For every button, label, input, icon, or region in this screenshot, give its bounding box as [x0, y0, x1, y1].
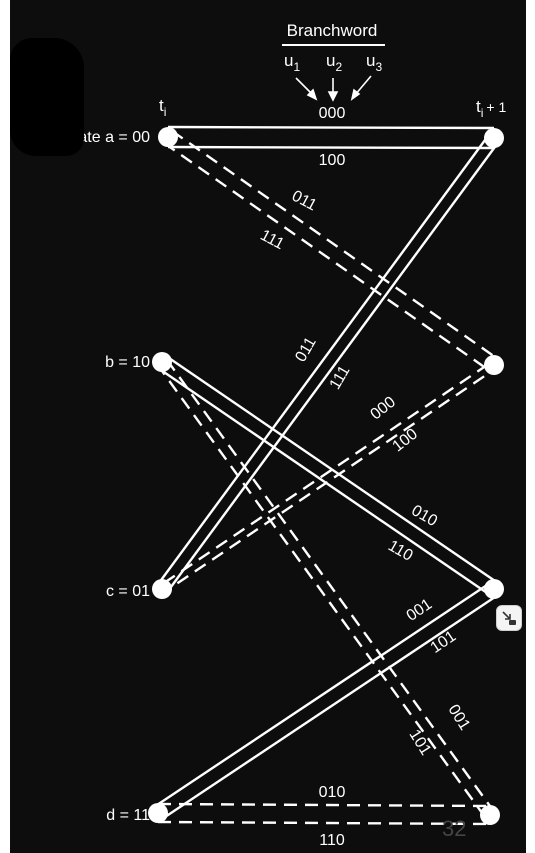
state-label-b: b = 10	[105, 354, 150, 371]
state-node-c-left	[152, 579, 172, 599]
branch-lines	[153, 125, 501, 826]
branchword-label-c-a: 111	[327, 363, 354, 393]
branchword-label-c-a: 011	[292, 334, 320, 365]
state-node-c-right	[484, 579, 504, 599]
state-label-a: State a = 00	[63, 129, 150, 146]
branchword-label-b-d: 101	[406, 727, 435, 759]
branch-d-d-110	[157, 820, 491, 826]
branch-a-b-111	[163, 142, 491, 372]
page-number: 32	[442, 816, 467, 841]
branch-c-a-011	[155, 135, 489, 588]
u2-label: u2	[326, 51, 342, 74]
branch-c-b-000	[163, 358, 497, 584]
branch-b-d-101	[156, 363, 486, 818]
time-label-ti1: ti+ 1	[476, 97, 506, 120]
u1-label: u1	[284, 51, 300, 74]
branchword-title: Branchword	[287, 21, 378, 40]
branchword-label-b-d: 001	[445, 702, 474, 734]
branch-a-b-011	[171, 130, 499, 360]
branch-d-c-001	[153, 582, 491, 808]
branch-a-a-100	[167, 145, 495, 150]
state-node-d-left	[148, 803, 168, 823]
branch-d-d-010	[157, 802, 491, 808]
branchword-label-d-c: 001	[404, 596, 436, 625]
branchword-label-a-a: 100	[319, 152, 346, 169]
state-node-a-right	[484, 128, 504, 148]
branchword-label-d-d: 110	[319, 832, 345, 849]
branchword-label-c-b: 100	[389, 425, 421, 455]
branchword-label-d-c: 101	[428, 628, 460, 657]
redaction-blob	[10, 38, 84, 156]
branchword-label-c-b: 000	[367, 393, 399, 423]
state-label-c: c = 01	[106, 583, 150, 600]
branchword-label-a-b: 011	[289, 188, 320, 215]
u3-label: u3	[366, 51, 382, 74]
branchword-arrows	[295, 75, 372, 102]
state-node-b-left	[152, 352, 172, 372]
state-nodes	[148, 127, 504, 825]
branchword-label-d-d: 010	[319, 784, 346, 801]
branch-b-d-001	[166, 359, 496, 814]
time-label-ti: ti	[159, 96, 166, 119]
state-node-d-right	[480, 805, 500, 825]
state-node-a-left	[158, 127, 178, 147]
picture-in-picture-icon[interactable]	[496, 605, 522, 631]
branchword-label-a-b: 111	[257, 227, 287, 253]
trellis-svg: Branchword u1 u2 u3 ti ti+ 1 State a = 0…	[63, 21, 506, 849]
branchword-label-a-a: 000	[319, 105, 346, 122]
state-label-d: d = 11	[106, 807, 150, 824]
state-node-b-right	[484, 355, 504, 375]
branch-b-c-010	[165, 355, 499, 584]
branch-b-c-110	[157, 367, 491, 596]
trellis-diagram-canvas: Branchword u1 u2 u3 ti ti+ 1 State a = 0…	[10, 0, 526, 853]
branch-d-c-101	[161, 594, 499, 820]
branch-c-a-111	[167, 139, 501, 592]
branch-a-a-000	[167, 125, 495, 130]
